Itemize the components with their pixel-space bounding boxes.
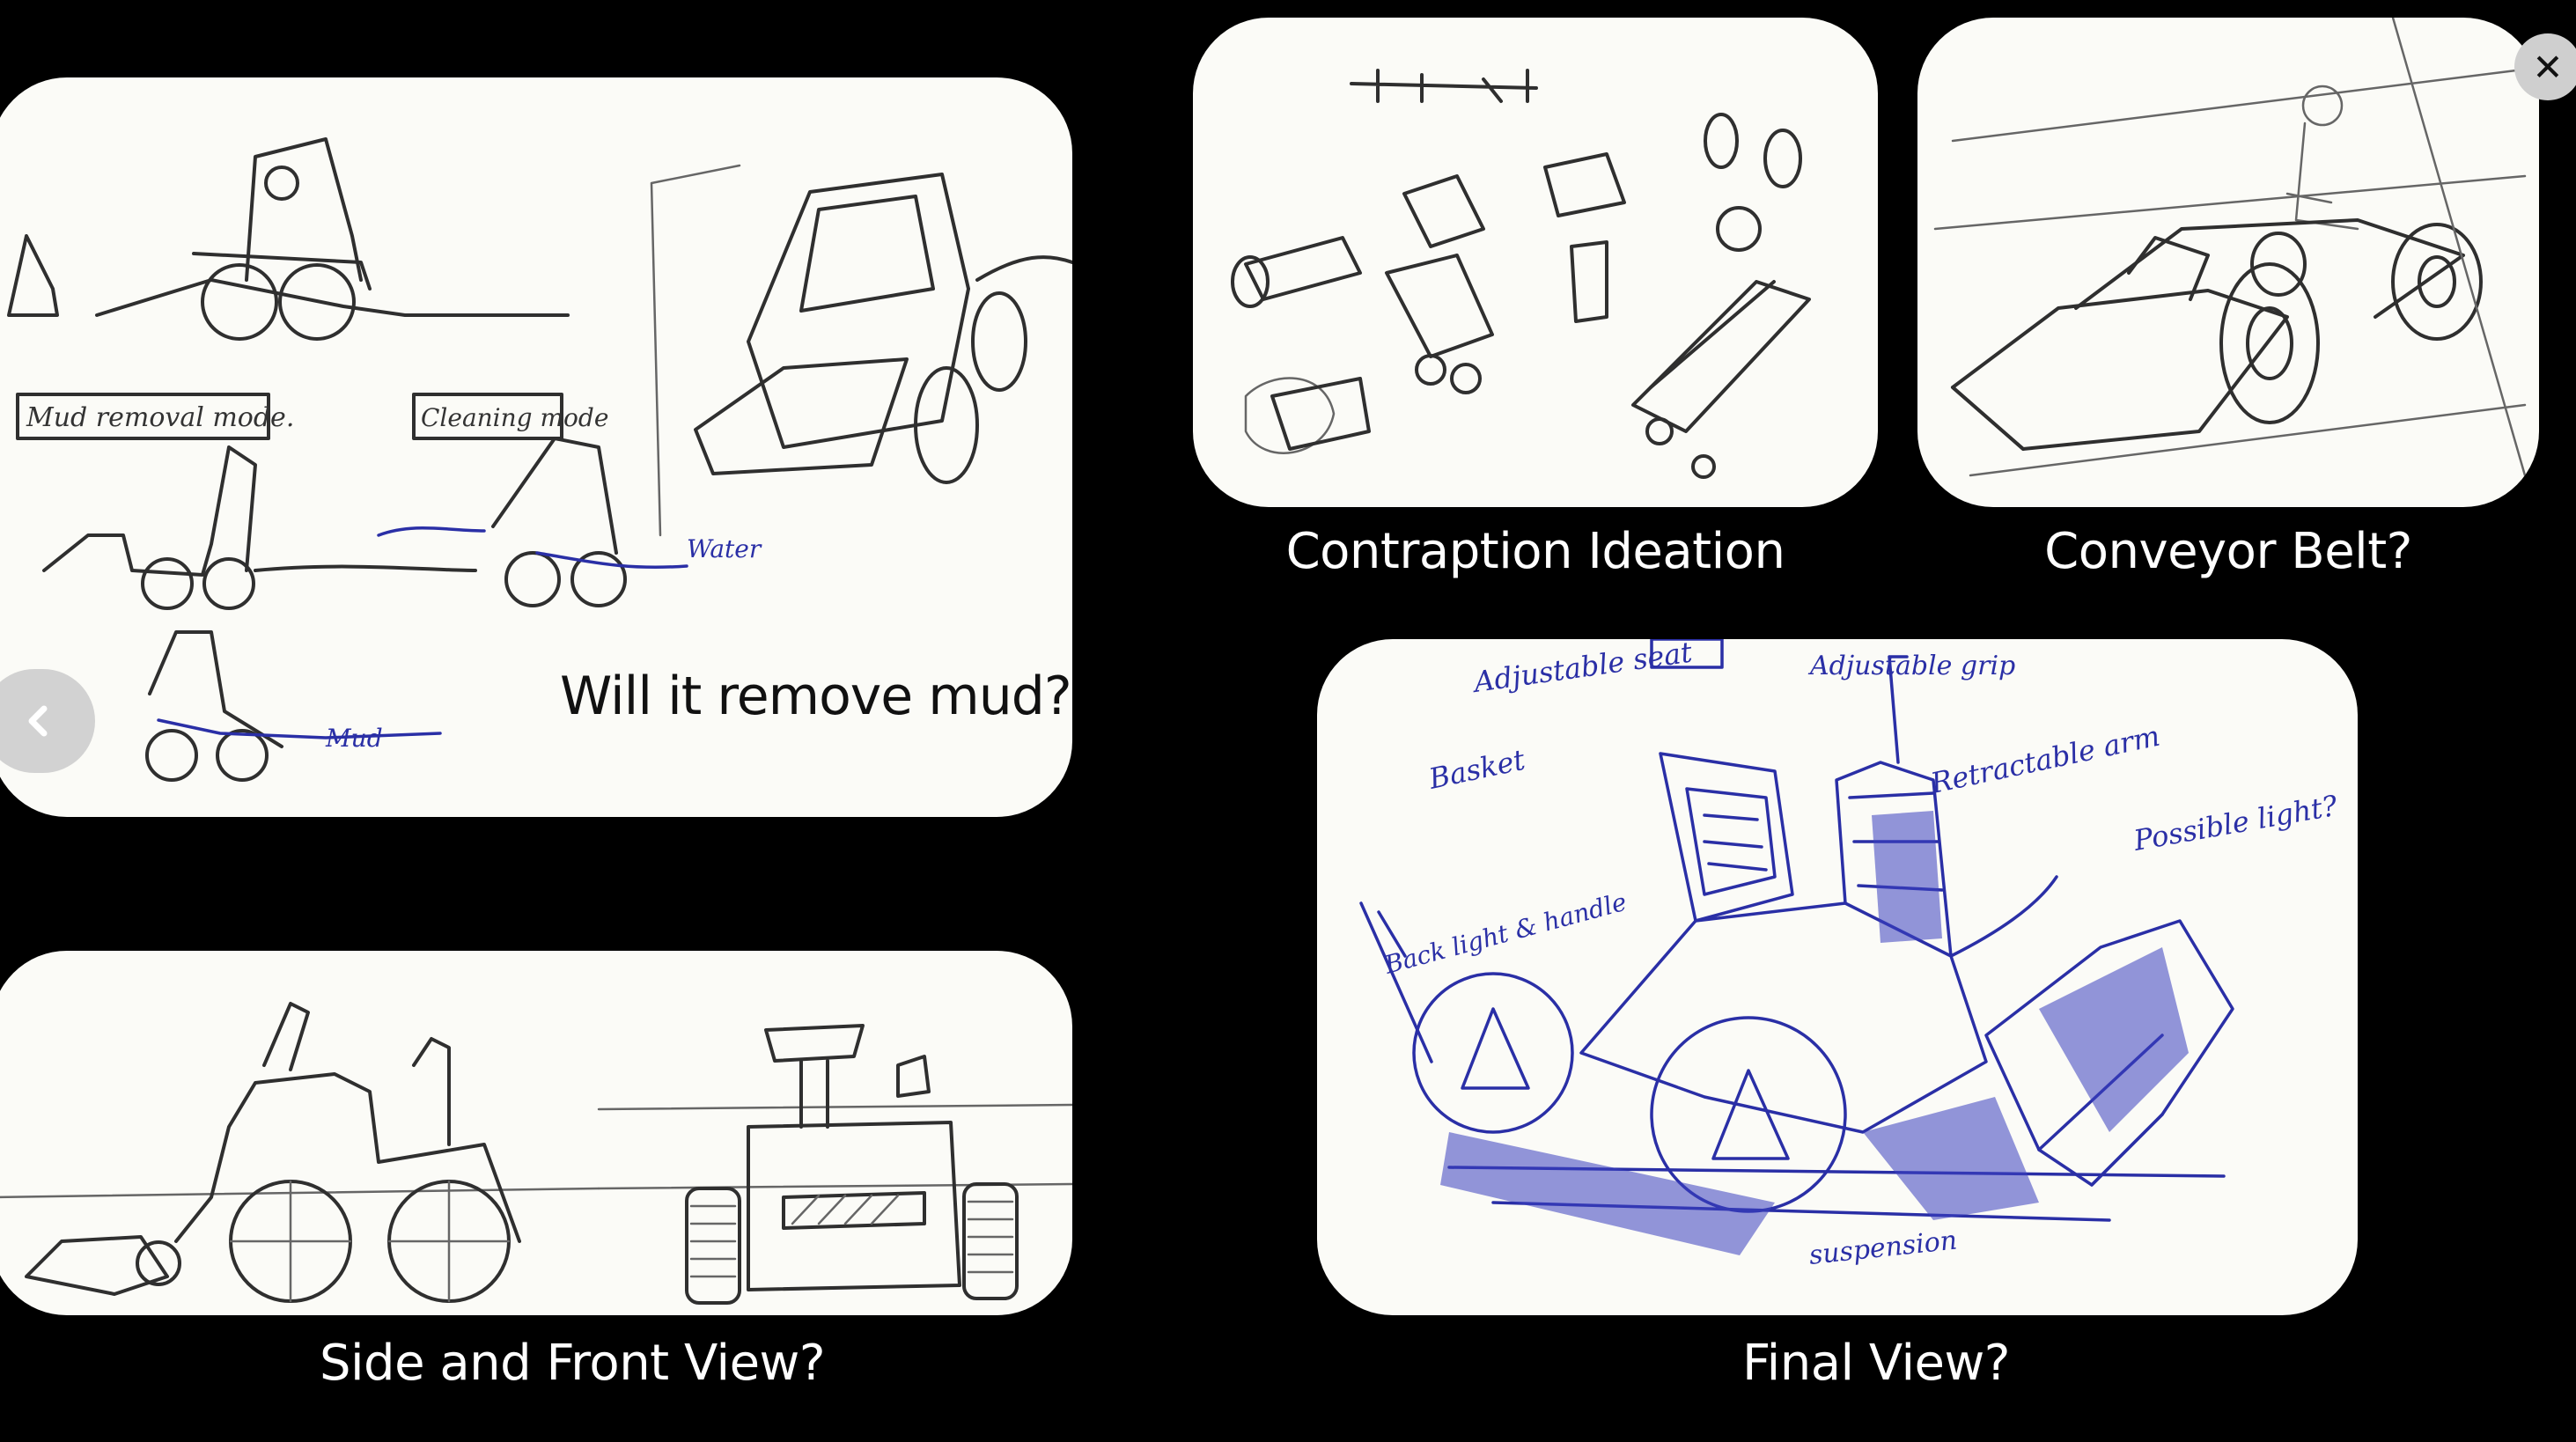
image-card-conveyor[interactable] [1917,18,2539,507]
label-retractable-arm: Retractable arm [1927,719,2163,800]
label-basket: Basket [1425,743,1528,796]
label-adjustable-grip: Adjustable grip [1807,651,2015,681]
close-icon: ✕ [2532,45,2564,89]
label-suspension: suspension [1807,1225,1958,1271]
image-card-side-front[interactable] [0,951,1072,1315]
sketch-contraption [1231,69,1811,479]
sketch-side-front [0,1002,1072,1305]
label-water: Water [687,534,762,563]
sketch-conveyor [1933,18,2527,477]
sketch-mud-removal: Mud removal mode. Cleaning mode Water Mu… [7,137,1072,782]
caption-final: Final View? [1742,1335,2010,1392]
overlay-question: Will it remove mud? [560,666,1072,727]
caption-contraption: Contraption Ideation [1285,523,1785,580]
label-adjustable-seat: Adjustable seat [1469,639,1695,699]
sketch-final: Adjustable seat Adjustable grip Basket R… [1359,639,2341,1271]
image-card-final[interactable]: Adjustable seat Adjustable grip Basket R… [1317,639,2358,1315]
image-card-mud-removal[interactable]: Mud removal mode. Cleaning mode Water Mu… [0,77,1072,817]
close-button[interactable]: ✕ [2514,33,2576,100]
image-card-contraption[interactable] [1193,18,1878,507]
label-mud: Mud [325,724,383,753]
label-back-light: Back light & handle [1380,887,1630,980]
label-mud-removal: Mud removal mode. [26,402,294,433]
caption-side-front: Side and Front View? [319,1335,826,1392]
previous-button[interactable] [0,669,95,773]
caption-conveyor: Conveyor Belt? [2044,523,2412,580]
label-cleaning: Cleaning mode [421,403,608,432]
chevron-left-icon [28,705,48,737]
label-possible-light: Possible light? [2131,789,2341,857]
